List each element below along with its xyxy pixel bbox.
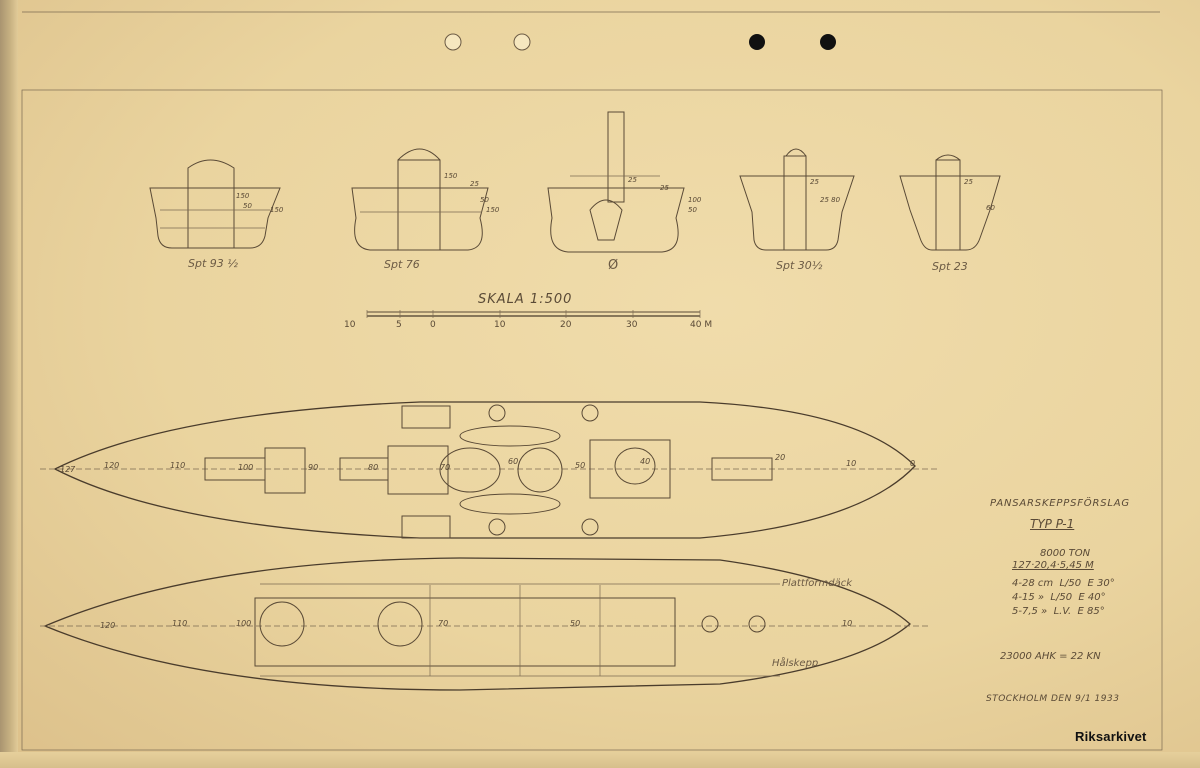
svg-text:120: 120 [100, 621, 115, 630]
section-2: 150 25 50 150 [351, 148, 500, 251]
sheet-bottom-edge [0, 752, 1200, 768]
svg-text:60: 60 [508, 457, 518, 466]
scale-tick-5: 30 [626, 320, 638, 330]
scale-tick-2: 0 [430, 320, 436, 330]
spec-power: 23000 AHK = 22 KN [1000, 651, 1101, 662]
svg-text:50: 50 [480, 196, 489, 204]
svg-text:25: 25 [470, 180, 479, 188]
deck-plan-view: 127 120 110 100 90 80 70 60 50 40 20 10 … [40, 401, 940, 539]
svg-text:20: 20 [775, 453, 785, 462]
scale-tick-1: 5 [396, 320, 402, 330]
punch-holes [444, 33, 836, 51]
spec-gun-3: 5-7,5 » L.V. E 85° [1012, 606, 1105, 617]
spec-gun-1: 4-28 cm L/50 E 30° [1012, 578, 1115, 589]
svg-text:150: 150 [236, 192, 250, 200]
svg-text:50: 50 [570, 619, 580, 628]
drawing-border [21, 89, 1163, 751]
svg-text:150: 150 [270, 206, 284, 214]
platform-deck-label: Plattformdäck [782, 578, 853, 589]
spec-type: TYP P-1 [1030, 517, 1075, 531]
svg-text:80: 80 [368, 463, 378, 472]
svg-text:50: 50 [243, 202, 252, 210]
archive-watermark: Riksarkivet [1075, 729, 1147, 744]
scale-title: SKALA 1:500 [478, 292, 573, 307]
section-label-3: Ø [608, 258, 619, 273]
section-label-5: Spt 23 [932, 260, 968, 273]
section-label-2: Spt 76 [384, 258, 420, 271]
svg-text:60: 60 [986, 204, 995, 212]
scale-tick-6: 40 M [690, 320, 713, 330]
scale-tick-0: 10 [344, 320, 356, 330]
svg-text:25: 25 [628, 176, 637, 184]
spec-place-date: STOCKHOLM DEN 9/1 1933 [986, 694, 1120, 704]
spec-dimensions: 127·20,4·5,45 M [1012, 560, 1094, 571]
svg-text:10: 10 [842, 619, 852, 628]
scale-bar [366, 310, 701, 318]
section-5: 25 60 [899, 154, 1001, 251]
svg-text:50: 50 [575, 461, 585, 470]
section-4: 25 25 80 [739, 148, 855, 251]
svg-text:120: 120 [104, 461, 119, 470]
svg-text:127: 127 [60, 465, 76, 474]
svg-text:100: 100 [238, 463, 253, 472]
svg-text:100: 100 [236, 619, 251, 628]
spec-title: PANSARSKEPPSFÖRSLAG [990, 498, 1130, 509]
svg-text:25: 25 [660, 184, 669, 192]
section-1: 150 150 50 [149, 159, 284, 249]
svg-text:150: 150 [444, 172, 458, 180]
svg-text:10: 10 [846, 459, 856, 468]
hold-label: Hålskepp [772, 658, 819, 669]
spec-gun-2: 4-15 » L/50 E 40° [1012, 592, 1106, 603]
section-label-1: Spt 93 ½ [188, 257, 238, 270]
svg-text:70: 70 [440, 463, 450, 472]
svg-text:90: 90 [308, 463, 318, 472]
spec-tonnage: 8000 TON [1040, 548, 1091, 559]
section-label-4: Spt 30½ [776, 259, 823, 272]
svg-text:70: 70 [438, 619, 448, 628]
svg-text:100: 100 [688, 196, 702, 204]
section-3: 25 25 100 50 [547, 111, 702, 253]
svg-text:50: 50 [688, 206, 697, 214]
svg-text:40: 40 [640, 457, 650, 466]
hold-plan-view: 120 110 100 70 50 10 [40, 557, 930, 691]
svg-text:110: 110 [170, 461, 185, 470]
scale-tick-3: 10 [494, 320, 506, 330]
svg-text:25 80: 25 80 [820, 196, 841, 204]
scale-tick-4: 20 [560, 320, 572, 330]
svg-text:110: 110 [172, 619, 187, 628]
binding-edge [0, 0, 18, 768]
svg-text:25: 25 [964, 178, 973, 186]
svg-text:0: 0 [910, 459, 915, 468]
svg-text:25: 25 [810, 178, 819, 186]
svg-text:150: 150 [486, 206, 500, 214]
